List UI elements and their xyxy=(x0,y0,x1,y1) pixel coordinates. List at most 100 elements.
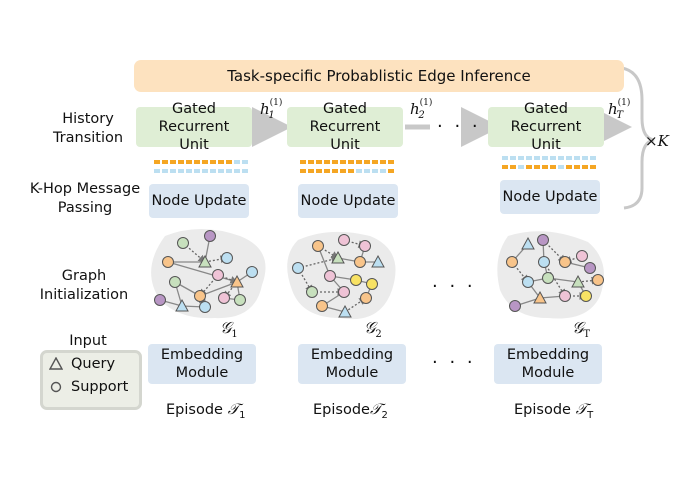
feature-cell xyxy=(226,169,232,173)
feature-cell xyxy=(210,160,216,164)
h-label-2: h(1)2 xyxy=(410,98,433,121)
feature-cell xyxy=(324,169,330,173)
feature-cell xyxy=(388,169,394,173)
feature-cell xyxy=(582,156,588,160)
graphs xyxy=(154,230,604,318)
support-node xyxy=(218,292,230,304)
episode-1: Episode 𝒯1 xyxy=(166,400,246,421)
episode-T: Episode 𝒯T xyxy=(514,400,594,421)
feature-cell xyxy=(226,160,232,164)
legend: Query Support xyxy=(40,350,142,410)
feature-cell xyxy=(170,169,176,173)
feature-cell xyxy=(558,165,564,169)
support-node xyxy=(154,294,166,306)
node-update-T: Node Update xyxy=(500,180,600,214)
feature-cell xyxy=(340,169,346,173)
legend-support: Support xyxy=(49,379,128,395)
feature-cell xyxy=(316,160,322,164)
support-node xyxy=(194,290,206,302)
feature-cell xyxy=(218,169,224,173)
support-node xyxy=(354,256,366,268)
feature-cell xyxy=(380,160,386,164)
feature-cell xyxy=(300,169,306,173)
feature-cell xyxy=(194,160,200,164)
feature-cell xyxy=(518,165,524,169)
support-node xyxy=(199,301,211,313)
support-node xyxy=(537,234,549,246)
ellipsis-gru: · · · xyxy=(437,116,481,137)
feature-cell xyxy=(574,156,580,160)
ellipsis-graph: · · · xyxy=(432,276,476,297)
support-node xyxy=(204,230,216,242)
feature-cell xyxy=(186,160,192,164)
feature-cell xyxy=(234,160,240,164)
query-node xyxy=(371,254,385,268)
feature-cell xyxy=(388,160,394,164)
feature-cell xyxy=(566,165,572,169)
feature-cell xyxy=(234,169,240,173)
repeat-k-label: ×K xyxy=(645,132,669,150)
support-node xyxy=(559,290,571,302)
feature-cell xyxy=(186,169,192,173)
feature-cell xyxy=(510,165,516,169)
feature-cell xyxy=(340,160,346,164)
edge-inference-bar: Task-specific Probablistic Edge Inferenc… xyxy=(134,60,624,92)
loop-brace xyxy=(621,66,655,210)
query-node xyxy=(521,236,535,250)
query-node xyxy=(571,274,585,288)
feature-cell xyxy=(364,160,370,164)
support-node xyxy=(559,256,571,268)
feature-cell xyxy=(218,160,224,164)
support-node xyxy=(312,240,324,252)
support-node xyxy=(169,276,181,288)
support-node xyxy=(506,256,518,268)
query-node xyxy=(338,304,352,318)
feature-cell xyxy=(510,156,516,160)
feature-cell xyxy=(162,169,168,173)
graph-label-1: 𝒢1 xyxy=(220,318,238,341)
feature-strips xyxy=(154,156,596,173)
feature-cell xyxy=(574,165,580,169)
support-node xyxy=(316,300,328,312)
graph-edge xyxy=(563,255,583,264)
feature-cell xyxy=(526,156,532,160)
feature-cell xyxy=(534,156,540,160)
graph-edge xyxy=(167,261,238,283)
query-node xyxy=(331,250,345,264)
feature-cell xyxy=(502,165,508,169)
graph-label-2: 𝒢2 xyxy=(364,318,382,341)
input-label: Input xyxy=(69,333,107,349)
support-node xyxy=(366,278,378,290)
triangle-icon xyxy=(49,357,63,370)
feature-cell xyxy=(542,165,548,169)
feature-cell xyxy=(308,160,314,164)
query-node xyxy=(175,298,189,312)
query-node xyxy=(533,290,547,304)
feature-cell xyxy=(526,165,532,169)
feature-cell xyxy=(324,160,330,164)
circle-icon xyxy=(50,381,62,393)
support-node xyxy=(338,234,350,246)
feature-cell xyxy=(590,165,596,169)
support-node xyxy=(592,274,604,286)
feature-cell xyxy=(178,160,184,164)
feature-cell xyxy=(566,156,572,160)
support-node xyxy=(359,240,371,252)
ellipsis-embedding: · · · xyxy=(432,352,476,373)
feature-cell xyxy=(348,169,354,173)
support-node xyxy=(350,274,362,286)
feature-cell xyxy=(242,160,248,164)
feature-cell xyxy=(210,169,216,173)
feature-cell xyxy=(582,165,588,169)
support-node xyxy=(246,266,258,278)
feature-cell xyxy=(356,169,362,173)
support-node xyxy=(542,272,554,284)
feature-cell xyxy=(170,160,176,164)
feature-cell xyxy=(300,160,306,164)
